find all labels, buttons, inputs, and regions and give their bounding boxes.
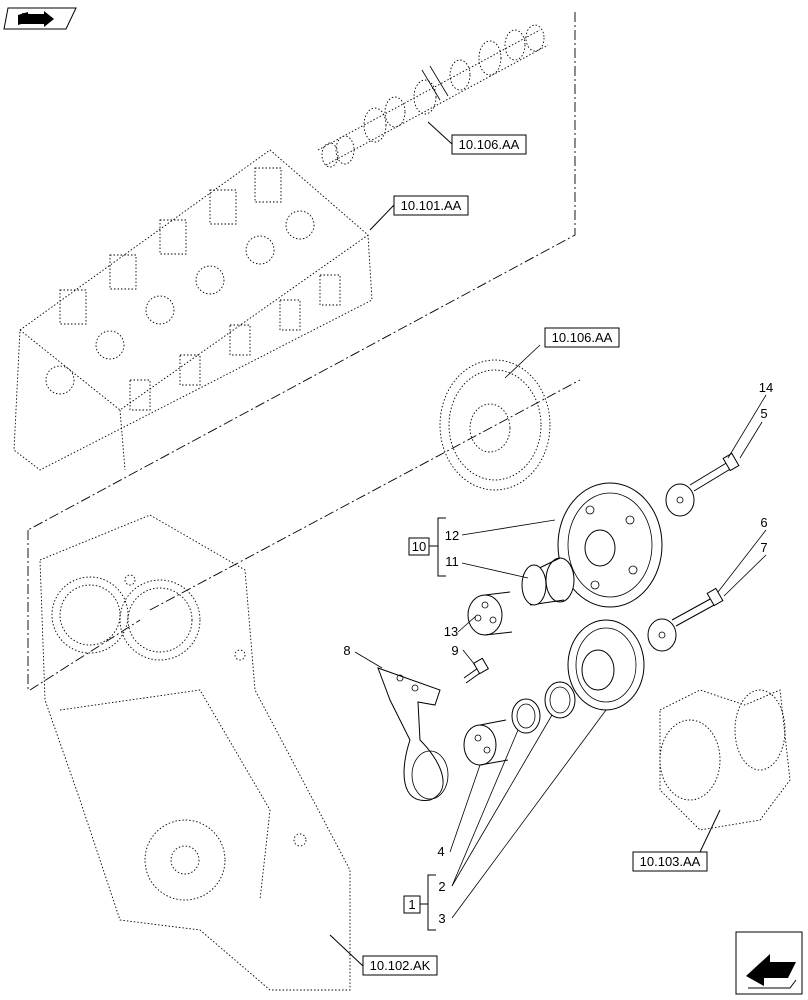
ref-box-camshaft[interactable] [427,121,527,155]
callout-11: 11 [445,554,459,569]
timing-case-illustration [39,514,351,991]
callout-4: 4 [437,844,444,859]
ref-text-camshaft: 10.106.AA [459,137,520,152]
bushing-11[interactable] [521,557,575,606]
ref-text-crankshaft: 10.103.AA [640,854,701,869]
crankshaft-illustration [659,689,791,831]
ref-box-camshaft-gear[interactable] [544,327,620,348]
callout-14: 14 [759,380,773,395]
idler-gear-3[interactable] [567,619,645,711]
hub-4[interactable] [463,719,509,766]
bracket-8[interactable] [377,667,449,801]
group-box-1[interactable] [403,874,436,931]
ref-text-camshaft-gear: 10.106.AA [552,330,613,345]
callout-13: 13 [444,624,458,639]
camshaft-axis-line [27,12,576,531]
gear-axis-line [27,379,581,691]
hub-13[interactable] [467,591,513,636]
ref-box-timing-case[interactable] [329,934,438,976]
callout-9: 9 [451,643,458,658]
idler-gear-12[interactable] [557,482,663,608]
bushing-2[interactable] [511,681,576,734]
group-label-1: 1 [408,897,415,912]
ref-box-cylinder-head[interactable] [369,195,469,231]
thrust-plate-5[interactable] [665,483,695,517]
cylinder-head-illustration [13,149,373,471]
ref-text-cylinder-head: 10.101.AA [401,198,462,213]
ref-text-timing-case: 10.102.AK [370,958,431,973]
camshaft-illustration [317,24,549,168]
next-page-arrow-icon[interactable] [735,931,803,995]
group-box-10[interactable] [408,517,446,577]
callout-6: 6 [760,515,767,530]
callout-8: 8 [343,643,350,658]
group-label-10: 10 [412,539,426,554]
callout-5: 5 [760,406,767,421]
bolt-9[interactable] [463,657,490,684]
bolt-14[interactable] [689,452,740,492]
book-arrow-icon[interactable] [3,7,77,30]
callout-12: 12 [445,528,459,543]
callout-7: 7 [760,540,767,555]
callout-2: 2 [438,879,445,894]
camshaft-gear-illustration [439,344,551,491]
thrust-plate-7[interactable] [647,618,677,652]
leader-lines [354,394,767,919]
callout-3: 3 [438,911,445,926]
bolt-6[interactable] [671,587,724,627]
ref-box-crankshaft[interactable] [632,809,721,872]
